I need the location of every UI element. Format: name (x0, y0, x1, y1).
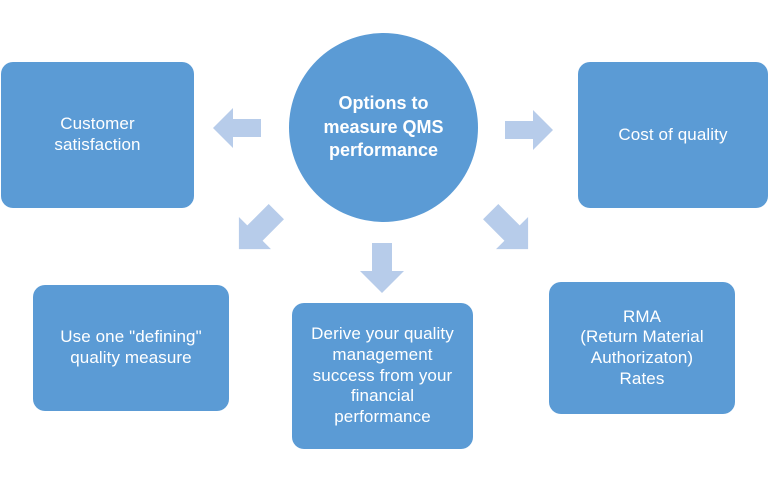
node-financial-performance-label: Derive your quality management success f… (311, 324, 454, 427)
arrow-down-icon (357, 243, 407, 293)
hub-node-label: Options to measure QMS performance (323, 93, 444, 161)
node-cost-of-quality[interactable]: Cost of quality (578, 62, 768, 208)
node-customer-satisfaction-label: Customer satisfaction (54, 114, 141, 154)
arrow-left-icon (213, 105, 261, 151)
arrow-down-right-icon (482, 203, 536, 257)
arrow-down-left-icon (231, 203, 285, 257)
node-rma-return-material-authorizaton-rates[interactable]: RMA (Return Material Authorizaton) Rates (549, 282, 735, 414)
hub-node-options-to-measure-qms-performance[interactable]: Options to measure QMS performance (289, 33, 478, 222)
node-derive-quality-management-success-from-financial-performance[interactable]: Derive your quality management success f… (292, 303, 473, 449)
node-cost-of-quality-label: Cost of quality (618, 124, 728, 144)
arrow-right-icon (505, 107, 553, 153)
node-customer-satisfaction[interactable]: Customer satisfaction (1, 62, 194, 208)
node-defining-measure-label: Use one "defining" quality measure (60, 327, 202, 367)
node-use-one-defining-quality-measure[interactable]: Use one "defining" quality measure (33, 285, 229, 411)
node-rma-rates-label: RMA (Return Material Authorizaton) Rates (580, 306, 704, 388)
